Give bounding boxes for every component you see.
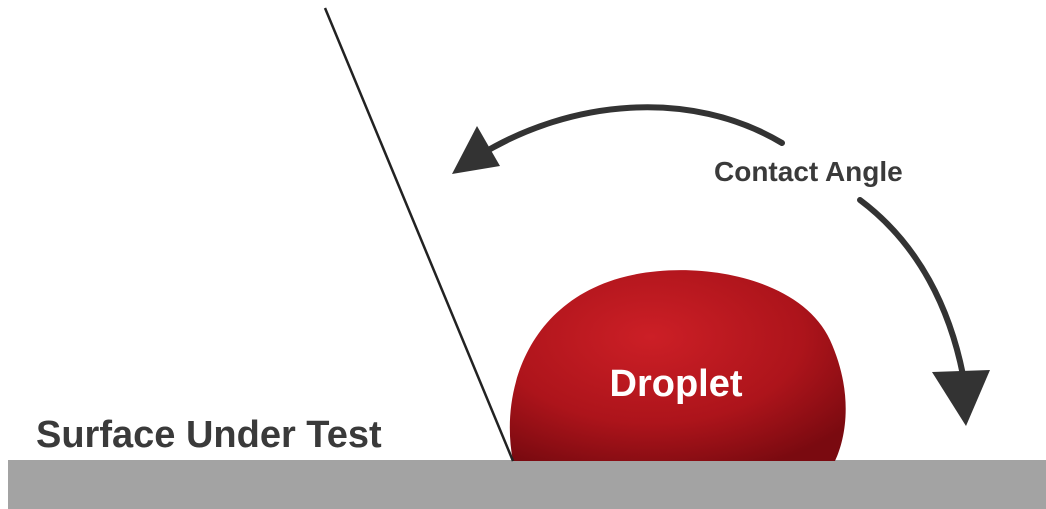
angle-arrow-lower [857, 197, 966, 378]
droplet-shape [509, 270, 846, 461]
angle-arrow-upper [477, 104, 785, 158]
contact-angle-label: Contact Angle [714, 156, 903, 187]
arrowhead-lower-icon [932, 370, 990, 426]
tangent-line [323, 7, 515, 462]
surface-label: Surface Under Test [36, 414, 382, 456]
droplet-label: Droplet [610, 363, 743, 405]
surface-bar [8, 460, 1046, 509]
arrowhead-upper-icon [452, 126, 500, 174]
